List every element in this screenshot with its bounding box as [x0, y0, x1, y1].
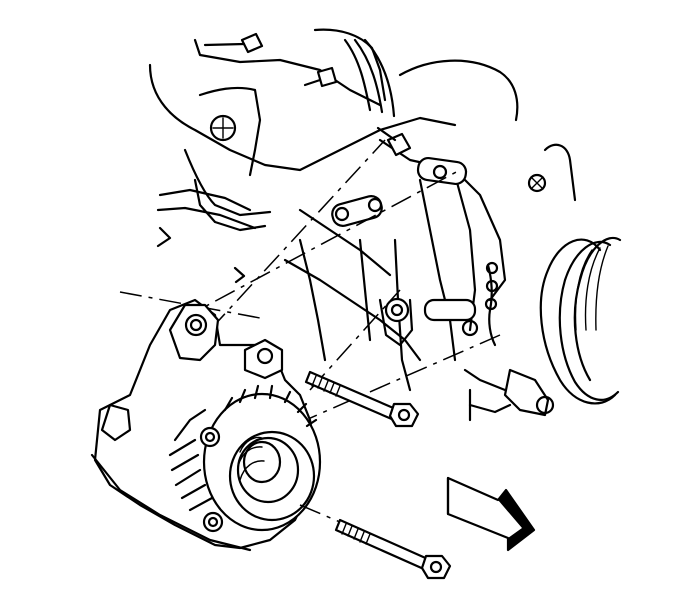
alternator-mount-ear-upper [168, 303, 220, 362]
upper-alternator-bolt [304, 370, 420, 428]
alternator-side-boss [100, 403, 221, 448]
manifold-bolt-1 [203, 32, 264, 54]
bracket-boss-lower-right [423, 298, 479, 337]
alternator-mount-ear-lower [202, 511, 224, 533]
alternator-pulley [228, 430, 316, 522]
bracket-boss-upper [331, 195, 383, 227]
manifold-bolt-2 [303, 66, 338, 88]
cooling-fan [168, 384, 318, 512]
bracket-boss-right [416, 156, 468, 186]
alternator-mount-ear-right [243, 338, 284, 380]
left-stud [156, 226, 246, 284]
upper-bracket-bolt [376, 126, 412, 157]
sensor-fitting [463, 368, 555, 422]
direction-arrow-icon [446, 476, 536, 552]
lower-alternator-bolt [299, 504, 452, 580]
bracket-boss-center [378, 297, 414, 347]
alternator [90, 298, 322, 552]
engine-block [148, 28, 622, 422]
crankshaft-pulley [527, 143, 622, 405]
